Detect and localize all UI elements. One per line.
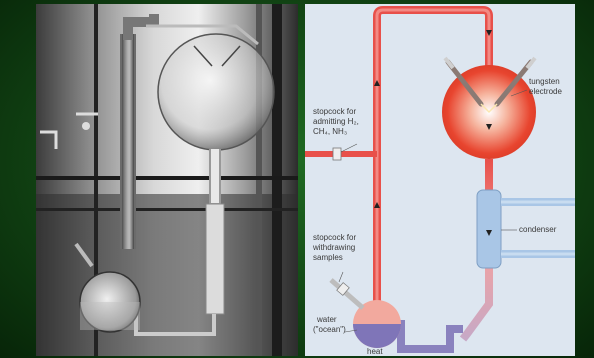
miller-urey-diagram: tungsten electrode stopcock for admittin… <box>305 4 575 356</box>
label-ocean: ("ocean") <box>313 325 346 334</box>
label-stopcock-admit-3: CH₄, NH₃ <box>313 127 347 136</box>
label-heat: heat <box>367 347 383 356</box>
label-stopcock-withdraw-3: samples <box>313 253 343 262</box>
sampling-stopcock <box>331 280 363 308</box>
label-stopcock-withdraw-1: stopcock for <box>313 233 356 242</box>
apparatus-photo-drawing <box>36 4 298 356</box>
label-tungsten: tungsten <box>529 77 560 86</box>
diagram-drawing: tungsten electrode stopcock for admittin… <box>305 4 575 356</box>
label-stopcock-withdraw-2: withdrawing <box>312 243 355 252</box>
gas-inlet-tube <box>305 148 377 160</box>
label-stopcock-admit-1: stopcock for <box>313 107 356 116</box>
label-condenser: condenser <box>519 225 557 234</box>
u-tube <box>395 324 463 349</box>
label-electrode: electrode <box>529 87 562 96</box>
label-stopcock-admit-2: admitting H₂, <box>313 117 359 126</box>
apparatus-photo <box>36 4 298 356</box>
label-water: water <box>316 315 337 324</box>
tube-loop <box>377 10 489 344</box>
